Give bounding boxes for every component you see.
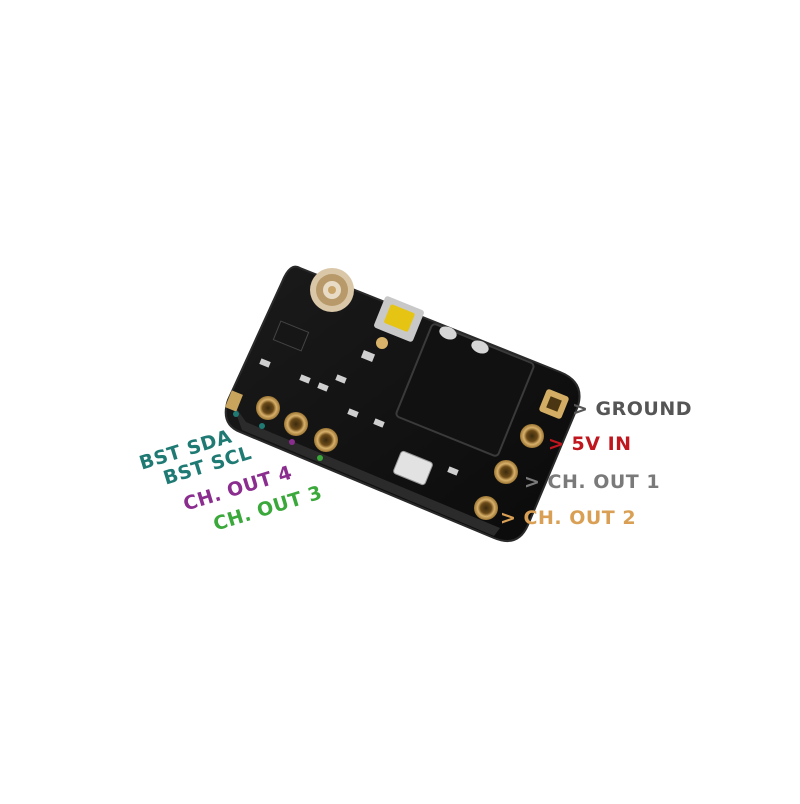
bind-button <box>374 296 424 342</box>
antenna-connector <box>310 268 354 312</box>
crystal <box>393 450 433 486</box>
arrow-icon: > <box>500 507 517 529</box>
arrow-icon: > <box>548 433 565 455</box>
arrow-icon: > <box>524 471 541 493</box>
led-1 <box>439 326 457 340</box>
label-ch-out-1: > CH. OUT 1 <box>524 471 661 493</box>
label-5v-in: > 5V IN <box>548 433 632 455</box>
label-ground: > GROUND <box>572 398 693 420</box>
left-pads <box>225 390 338 452</box>
label-ch-out-2: > CH. OUT 2 <box>500 507 637 529</box>
led-2 <box>471 340 489 354</box>
arrow-icon: > <box>572 398 589 420</box>
right-pads <box>474 389 569 520</box>
